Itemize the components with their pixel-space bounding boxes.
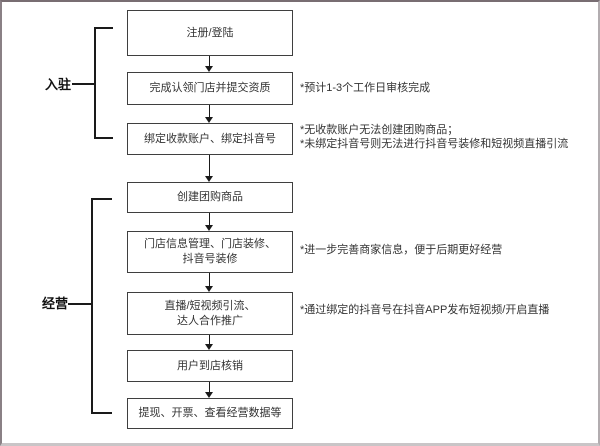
bracket-operation-vline [91,198,93,414]
bracket-operation-label-tick [68,303,93,305]
flow-step-bind-account: 绑定收款账户、绑定抖音号 [127,123,293,155]
stage-label-onboarding: 入驻 [45,77,72,92]
note-review-time: *预计1-3个工作日审核完成 [300,82,431,94]
bracket-onboarding-top-tick [94,27,113,29]
flow-step-traffic: 直播/短视频引流、 达人合作推广 [127,292,293,335]
arrow-down-icon [205,56,214,72]
bracket-operation-bottom-tick [91,412,112,414]
arrow-down-icon [205,335,214,350]
flow-step-claim-store: 完成认领门店并提交资质 [127,72,293,105]
flow-step-register: 注册/登陆 [127,10,293,56]
note-binding-requirements: *无收款账户无法创建团购商品； *未绑定抖音号则无法进行抖音号装修和短视频直播引… [300,124,569,150]
flow-step-withdraw: 提现、开票、查看经营数据等 [127,398,293,429]
bracket-onboarding-label-tick [72,83,96,85]
note-merchant-info: *进一步完善商家信息，便于后期更好经营 [300,244,503,256]
flow-step-verification: 用户到店核销 [127,350,293,382]
arrow-down-icon [205,382,214,398]
stage-label-operation: 经营 [42,296,69,311]
note-douyin-publish: *通过绑定的抖音号在抖音APP发布短视频/开启直播 [300,304,550,316]
arrow-down-icon [205,273,214,292]
flow-step-create-product: 创建团购商品 [127,182,293,213]
arrow-down-icon [205,155,214,182]
arrow-down-icon [205,105,214,123]
bracket-onboarding-bottom-tick [94,137,113,139]
arrow-down-icon [205,213,214,231]
flow-step-store-info: 门店信息管理、门店装修、 抖音号装修 [127,231,293,273]
bracket-operation-top-tick [91,198,112,200]
